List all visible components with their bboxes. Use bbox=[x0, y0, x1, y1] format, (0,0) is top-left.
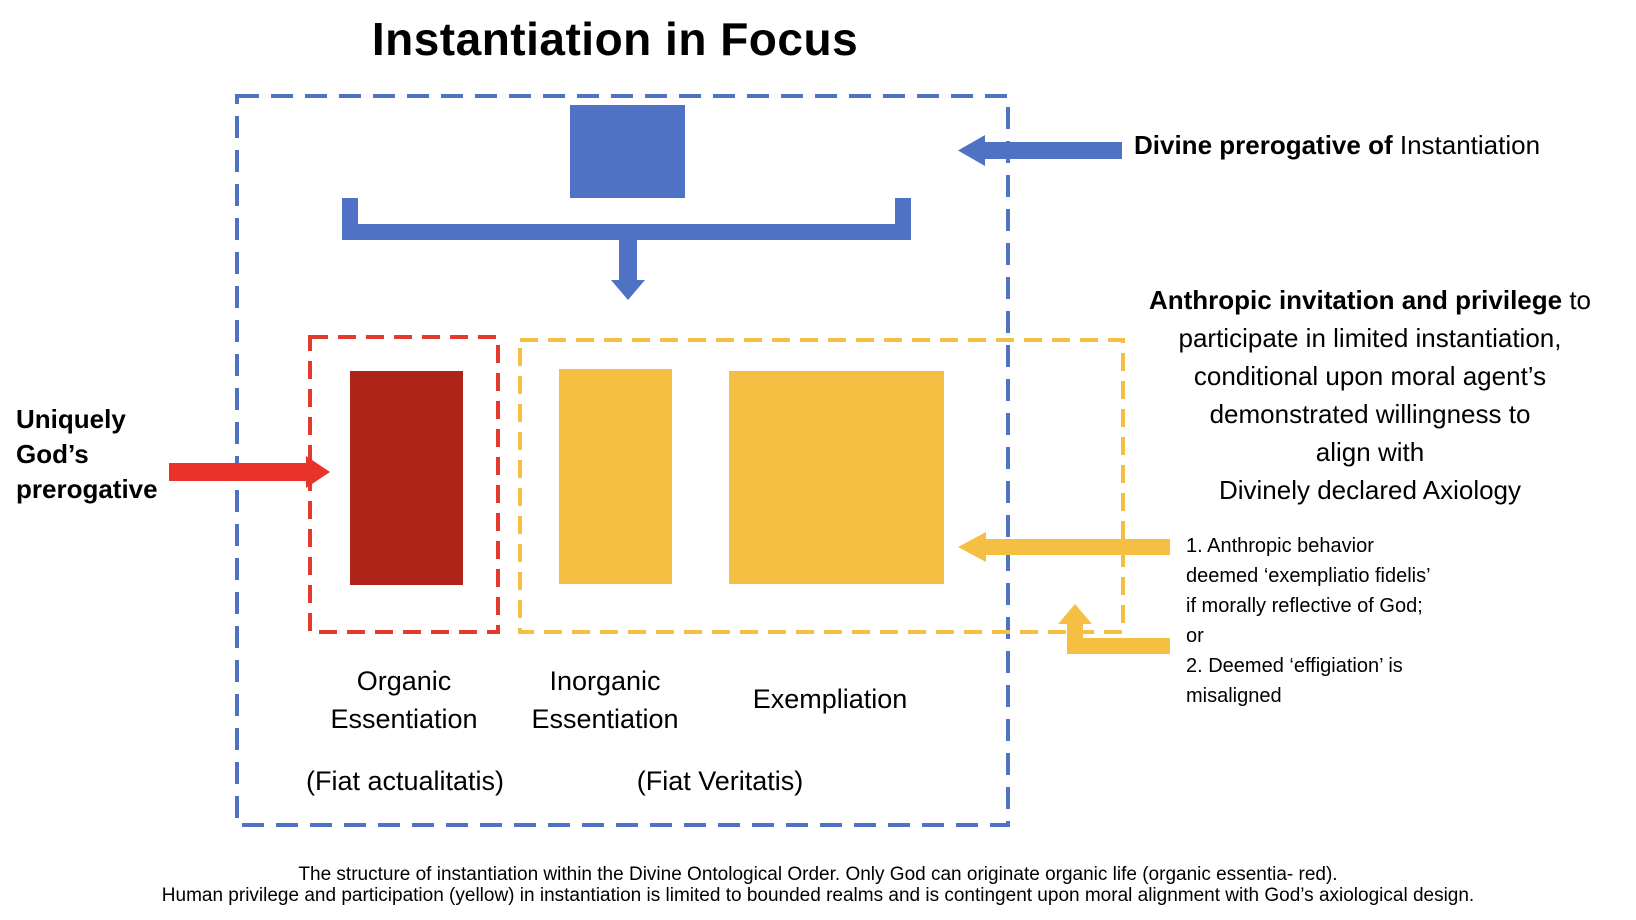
page-title: Instantiation in Focus bbox=[371, 13, 859, 65]
exempliatio-arrow bbox=[958, 532, 1170, 562]
anthropic-line3: conditional upon moral agent’s bbox=[1193, 361, 1547, 391]
anthropic-line2: participate in limited instantiation, bbox=[1178, 323, 1562, 353]
anthropic-line4: demonstrated willingness to bbox=[1209, 399, 1531, 429]
uniquely-line1: Uniquely bbox=[16, 404, 126, 434]
exemplation-block bbox=[729, 371, 944, 584]
effigiation-arrow bbox=[1058, 604, 1170, 654]
inorganic-label: Inorganic Essentiation bbox=[515, 662, 695, 738]
figure-caption: The structure of instantiation within th… bbox=[0, 864, 1636, 906]
list-line2: deemed ‘exempliatio fidelis’ bbox=[1186, 565, 1431, 587]
divine-prerogative-annotation: Divine prerogative of Instantiation bbox=[1134, 130, 1540, 161]
divine-prerogative-bold: Divine prerogative of bbox=[1134, 130, 1393, 160]
uniquely-line3: prerogative bbox=[16, 474, 158, 504]
fiat-veritatis-label: (Fiat Veritatis) bbox=[636, 766, 804, 796]
divine-prerogative-normal: Instantiation bbox=[1392, 130, 1541, 160]
inorganic-label-line2: Essentiation bbox=[531, 704, 679, 734]
divine-arrow bbox=[958, 135, 1122, 166]
organic-label-line1: Organic bbox=[356, 666, 452, 696]
uniquely-gods-prerogative: Uniquely God’s prerogative bbox=[16, 402, 158, 507]
anthropic-line6: Divinely declared Axiology bbox=[1218, 475, 1522, 505]
list-line4: or bbox=[1186, 625, 1204, 647]
organic-label: Organic Essentiation bbox=[310, 662, 498, 738]
list-line3: if morally reflective of God; bbox=[1186, 595, 1423, 617]
inorganic-essentiation-block bbox=[559, 369, 672, 584]
moral-alignment-list: 1. Anthropic behavior deemed ‘exempliati… bbox=[1186, 531, 1431, 711]
list-line1: 1. Anthropic behavior bbox=[1186, 535, 1374, 557]
anthropic-line5: align with bbox=[1315, 437, 1425, 467]
list-line6: misaligned bbox=[1186, 685, 1282, 707]
list-line5: 2. Deemed ‘effigiation’ is bbox=[1186, 655, 1403, 677]
caption-line2: Human privilege and participation (yello… bbox=[161, 885, 1475, 906]
inorganic-label-line1: Inorganic bbox=[549, 666, 661, 696]
fiat-actualitatis-label: (Fiat actualitatis) bbox=[305, 766, 505, 796]
uniquely-arrow bbox=[169, 456, 330, 488]
uniquely-line2: God’s bbox=[16, 439, 89, 469]
anthropic-bold: Anthropic invitation and privilege bbox=[1148, 285, 1563, 315]
anthropic-invitation-annotation: Anthropic invitation and privilege to pa… bbox=[1120, 281, 1620, 509]
organic-essentiation-block bbox=[350, 371, 463, 585]
anthropic-line1: Anthropic invitation and privilege to bbox=[1120, 281, 1620, 319]
divine-boundary bbox=[235, 94, 1010, 827]
anthropic-normal: to bbox=[1562, 285, 1592, 315]
divine-source-block bbox=[570, 105, 685, 198]
instantiation-bracket bbox=[342, 198, 911, 240]
caption-line1: The structure of instantiation within th… bbox=[298, 864, 1338, 885]
organic-label-line2: Essentiation bbox=[330, 704, 478, 734]
down-arrow bbox=[611, 240, 645, 300]
exemplation-label: Exempliation bbox=[752, 684, 908, 714]
